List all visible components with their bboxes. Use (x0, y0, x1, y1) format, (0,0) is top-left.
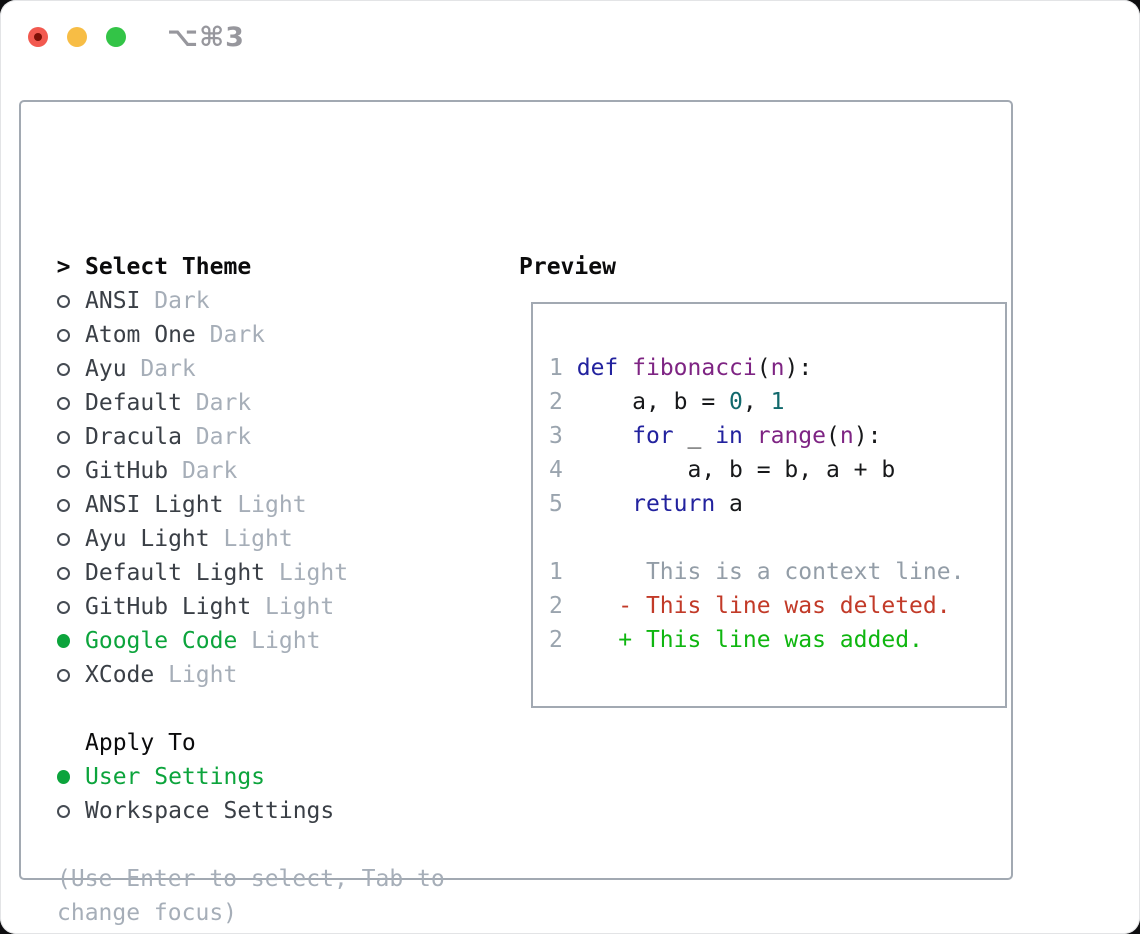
radio-icon (57, 284, 70, 318)
apply-to-option-workspace-settings[interactable]: Workspace Settings (57, 794, 334, 828)
theme-name: Ayu (85, 356, 127, 382)
theme-option-dracula[interactable]: Dracula Dark (57, 420, 251, 454)
theme-name: GitHub (85, 458, 168, 484)
titlebar (28, 27, 126, 47)
theme-variant: Light (265, 560, 348, 586)
radio-icon (57, 488, 70, 522)
apply-to-heading: Apply To (85, 730, 196, 756)
theme-variant: Dark (196, 322, 265, 348)
radio-icon (57, 318, 70, 352)
apply-to-header: Apply To (57, 726, 196, 760)
radio-selected-icon (57, 624, 70, 658)
select-theme-header: > Select Theme (57, 250, 251, 284)
radio-icon (57, 556, 70, 590)
theme-option-atom-one[interactable]: Atom One Dark (57, 318, 265, 352)
code-line: 5 return a (549, 487, 1005, 521)
theme-option-ayu[interactable]: Ayu Dark (57, 352, 196, 386)
theme-name: Dracula (85, 424, 182, 450)
marker-spacer (57, 726, 70, 760)
theme-name: GitHub Light (85, 594, 251, 620)
theme-option-google-code[interactable]: Google Code Light (57, 624, 320, 658)
preview-pane: 1 def fibonacci(n):2 a, b = 0, 13 for _ … (531, 302, 1007, 708)
window-title: ⌥⌘3 (167, 22, 245, 53)
theme-option-ansi-light[interactable]: ANSI Light Light (57, 488, 307, 522)
theme-name: XCode (85, 662, 154, 688)
theme-name: Google Code (85, 628, 237, 654)
theme-option-xcode[interactable]: XCode Light (57, 658, 237, 692)
radio-icon (57, 420, 70, 454)
preview-heading: Preview (519, 250, 616, 284)
theme-name: Default Light (85, 560, 265, 586)
theme-variant: Light (154, 662, 237, 688)
theme-name: Default (85, 390, 182, 416)
radio-icon (57, 658, 70, 692)
radio-selected-icon (57, 760, 70, 794)
diff-preview-block: 1 This is a context line.2 - This line w… (549, 555, 1005, 657)
code-line: 4 a, b = b, a + b (549, 453, 1005, 487)
code-line: 2 a, b = 0, 1 (549, 385, 1005, 419)
apply-to-label: User Settings (85, 764, 265, 790)
theme-name: ANSI (85, 288, 140, 314)
apply-to-label: Workspace Settings (85, 798, 334, 824)
code-line: 3 for _ in range(n): (549, 419, 1005, 453)
theme-name: Ayu Light (85, 526, 210, 552)
theme-variant: Light (251, 594, 334, 620)
close-button[interactable] (28, 27, 48, 47)
help-text: (Use Enter to select, Tab to change focu… (57, 862, 469, 930)
chevron-icon: > (57, 250, 70, 284)
theme-option-ansi[interactable]: ANSI Dark (57, 284, 210, 318)
diff-line: 2 + This line was added. (549, 623, 1005, 657)
radio-icon (57, 454, 70, 488)
code-preview-block: 1 def fibonacci(n):2 a, b = 0, 13 for _ … (549, 351, 1005, 521)
theme-selector-panel: >Select ThemeANSI DarkAtom One DarkAyu D… (19, 100, 1013, 880)
theme-option-ayu-light[interactable]: Ayu Light Light (57, 522, 293, 556)
theme-name: ANSI Light (85, 492, 223, 518)
theme-variant: Light (210, 526, 293, 552)
theme-option-default[interactable]: Default Dark (57, 386, 251, 420)
apply-to-option-user-settings[interactable]: User Settings (57, 760, 265, 794)
select-theme-heading: Select Theme (85, 254, 251, 280)
code-line: 1 def fibonacci(n): (549, 351, 1005, 385)
radio-icon (57, 522, 70, 556)
minimize-button[interactable] (67, 27, 87, 47)
diff-line: 1 This is a context line. (549, 555, 1005, 589)
theme-variant: Dark (168, 458, 237, 484)
radio-icon (57, 794, 70, 828)
theme-name: Atom One (85, 322, 196, 348)
theme-option-github[interactable]: GitHub Dark (57, 454, 237, 488)
diff-line: 2 - This line was deleted. (549, 589, 1005, 623)
radio-icon (57, 386, 70, 420)
theme-option-github-light[interactable]: GitHub Light Light (57, 590, 334, 624)
theme-variant: Dark (182, 390, 251, 416)
theme-variant: Dark (127, 356, 196, 382)
theme-variant: Light (237, 628, 320, 654)
zoom-button[interactable] (106, 27, 126, 47)
theme-option-default-light[interactable]: Default Light Light (57, 556, 348, 590)
theme-variant: Dark (182, 424, 251, 450)
theme-variant: Light (223, 492, 306, 518)
radio-icon (57, 352, 70, 386)
radio-icon (57, 590, 70, 624)
theme-variant: Dark (140, 288, 209, 314)
